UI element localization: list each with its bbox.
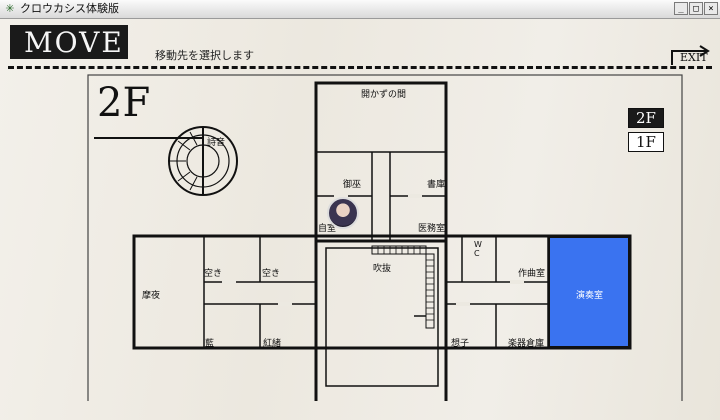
maximize-button[interactable]: □ xyxy=(689,2,703,15)
room-aki-2[interactable]: 空き xyxy=(262,269,281,279)
ensoushitsu-room-highlight[interactable] xyxy=(548,236,630,348)
exit-label[interactable]: EXIT xyxy=(680,51,708,64)
screen-title: MOVE xyxy=(24,26,124,59)
spiral-staircase xyxy=(168,126,238,196)
paper-background: MOVE 移動先を選択します EXIT xyxy=(0,19,720,420)
divider-line xyxy=(8,66,712,69)
window-title: クロウカシス体験版 xyxy=(20,2,119,15)
room-mayo[interactable]: 摩夜 xyxy=(142,291,161,301)
room-akazu[interactable]: 開かずの間 xyxy=(361,90,407,100)
room-shoko[interactable]: 書庫 xyxy=(427,180,446,190)
floor-1f-button[interactable]: 1F xyxy=(628,132,664,152)
room-aki-1[interactable]: 空き xyxy=(204,269,223,279)
floor-2f-button[interactable]: 2F xyxy=(628,108,664,128)
room-sakkyokushitsu[interactable]: 作曲室 xyxy=(518,269,546,279)
move-title-box: MOVE xyxy=(10,25,128,59)
room-imushitsu[interactable]: 医務室 xyxy=(418,224,446,234)
room-shion[interactable]: 詩音 xyxy=(207,138,226,148)
room-ai[interactable]: 藍 xyxy=(205,339,215,349)
central-staircase xyxy=(371,245,435,329)
room-mise[interactable]: 御巫 xyxy=(343,180,362,190)
room-souko[interactable]: 想子 xyxy=(451,339,470,349)
room-ensoushitsu[interactable]: 演奏室 xyxy=(576,291,604,301)
room-gakkisouko[interactable]: 楽器倉庫 xyxy=(508,339,545,349)
room-fukinuke: 吹抜 xyxy=(373,264,392,274)
minimize-button[interactable]: _ xyxy=(674,2,688,15)
instruction-text: 移動先を選択します xyxy=(155,49,254,62)
player-avatar xyxy=(327,197,359,229)
snowflake-icon: ✳ xyxy=(5,2,15,15)
floor-title: 2F xyxy=(97,80,151,126)
room-koo[interactable]: 紅緒 xyxy=(263,339,282,349)
title-bar: ✳ クロウカシス体験版 _ □ × xyxy=(0,0,720,19)
room-jishitsu[interactable]: 自室 xyxy=(318,224,337,234)
room-wc[interactable]: WC xyxy=(474,240,482,258)
exit-button[interactable] xyxy=(668,43,712,67)
close-button[interactable]: × xyxy=(704,2,718,15)
floor-map xyxy=(87,74,683,401)
exit-arrow-icon xyxy=(671,45,710,65)
floor-title-underline xyxy=(94,137,204,139)
